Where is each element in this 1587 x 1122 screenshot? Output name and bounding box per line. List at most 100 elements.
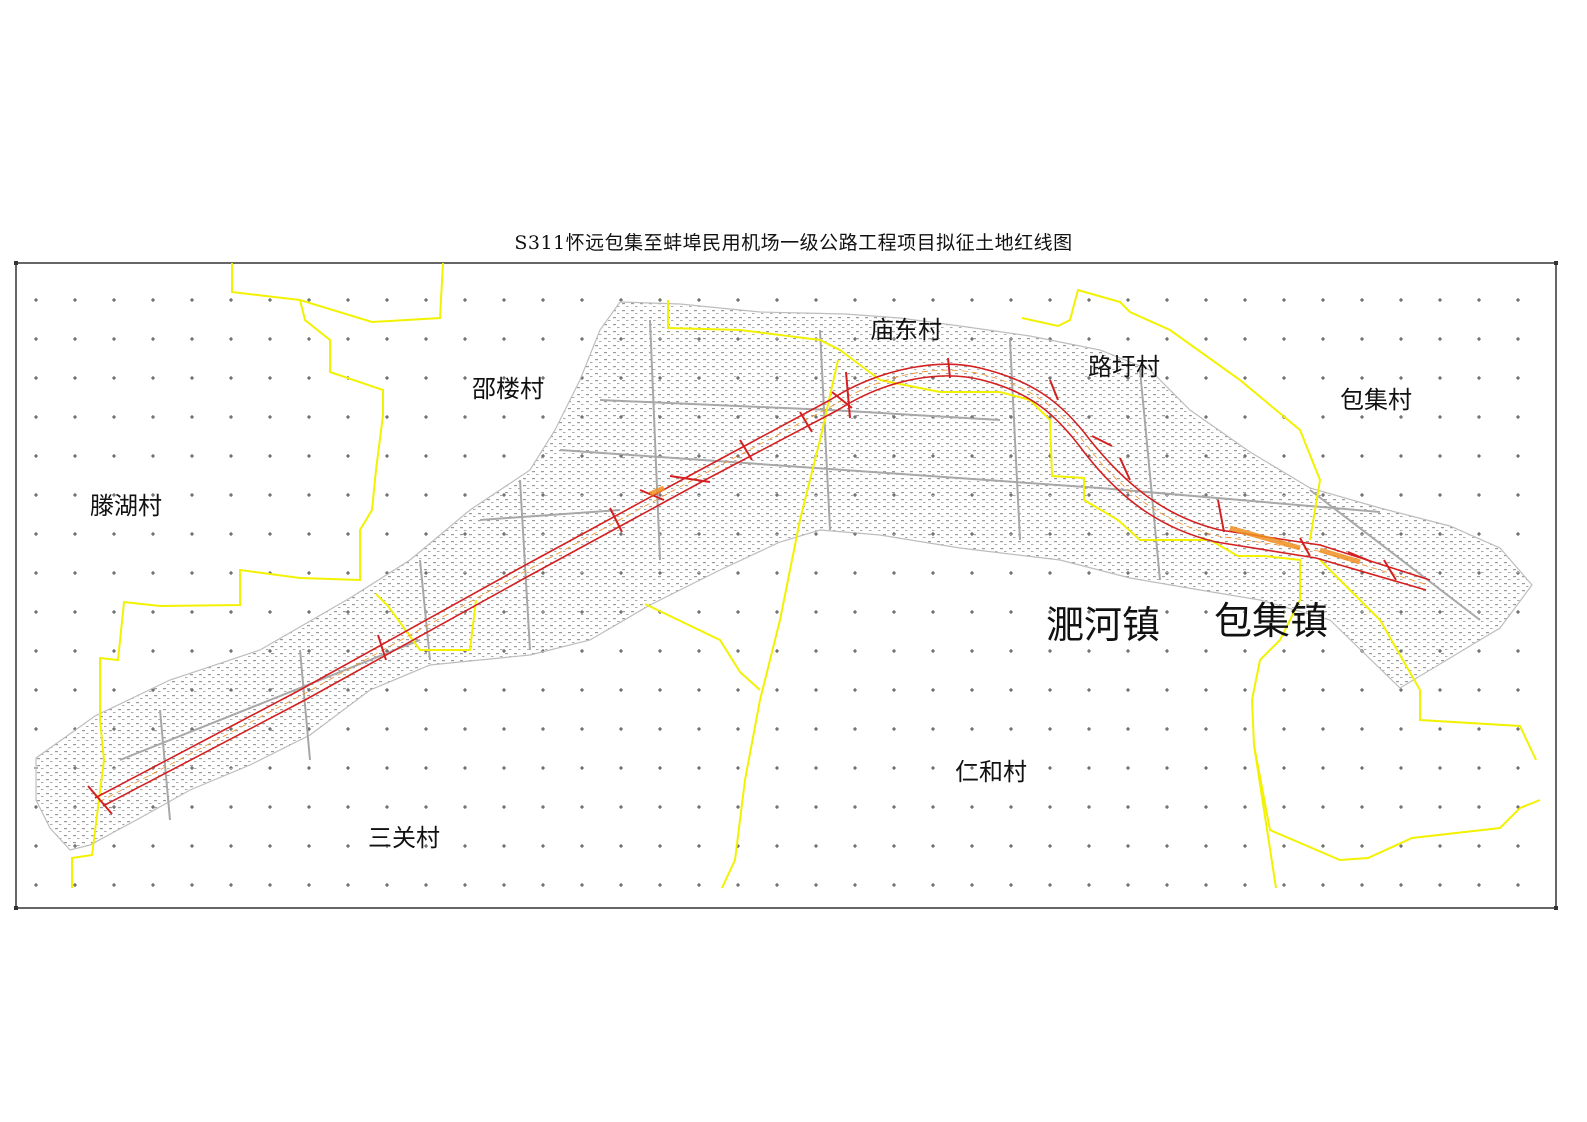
- grid-cross: [1282, 805, 1286, 809]
- grid-cross: [151, 415, 155, 419]
- grid-cross: [190, 883, 194, 887]
- label-renhe-village: 仁和村: [955, 758, 1027, 786]
- grid-cross: [814, 805, 818, 809]
- grid-cross: [1399, 415, 1403, 419]
- grid-cross: [775, 649, 779, 653]
- grid-cross: [541, 844, 545, 848]
- grid-cross: [34, 337, 38, 341]
- grid-cross: [1048, 766, 1052, 770]
- grid-cross: [1438, 376, 1442, 380]
- grid-cross: [34, 649, 38, 653]
- grid-cross: [463, 766, 467, 770]
- grid-cross: [1087, 298, 1091, 302]
- grid-cross: [1126, 727, 1130, 731]
- grid-cross: [1087, 610, 1091, 614]
- grid-cross: [307, 571, 311, 575]
- grid-cross: [1516, 649, 1520, 653]
- grid-cross: [1360, 766, 1364, 770]
- crossing-markers: [87, 357, 1397, 815]
- grid-cross: [502, 376, 506, 380]
- grid-cross: [1438, 337, 1442, 341]
- grid-cross: [424, 298, 428, 302]
- grid-cross: [1477, 454, 1481, 458]
- grid-cross: [1477, 493, 1481, 497]
- grid-cross: [970, 727, 974, 731]
- grid-cross: [1165, 649, 1169, 653]
- grid-cross: [1516, 493, 1520, 497]
- grid-cross: [112, 415, 116, 419]
- grid-cross: [346, 337, 350, 341]
- grid-cross: [1126, 649, 1130, 653]
- grid-cross: [1126, 805, 1130, 809]
- grid-cross: [424, 493, 428, 497]
- grid-cross: [1477, 844, 1481, 848]
- grid-cross: [1009, 688, 1013, 692]
- grid-cross: [697, 688, 701, 692]
- grid-cross: [580, 727, 584, 731]
- grid-cross: [151, 298, 155, 302]
- grid-cross: [346, 571, 350, 575]
- grid-cross: [112, 532, 116, 536]
- grid-cross: [1360, 688, 1364, 692]
- grid-cross: [502, 688, 506, 692]
- label-feihe-town: 淝河镇: [1046, 603, 1160, 647]
- grid-cross: [580, 298, 584, 302]
- grid-cross: [1204, 766, 1208, 770]
- grid-cross: [151, 454, 155, 458]
- grid-cross: [73, 571, 77, 575]
- grid-cross: [580, 805, 584, 809]
- grid-cross: [658, 688, 662, 692]
- grid-cross: [580, 844, 584, 848]
- grid-cross: [1165, 688, 1169, 692]
- grid-cross: [1282, 337, 1286, 341]
- grid-cross: [385, 727, 389, 731]
- grid-cross: [1477, 649, 1481, 653]
- grid-cross: [619, 883, 623, 887]
- grid-cross: [190, 844, 194, 848]
- grid-cross: [73, 493, 77, 497]
- grid-cross: [1360, 493, 1364, 497]
- grid-cross: [970, 688, 974, 692]
- label-sanguan-village: 三关村: [368, 824, 440, 852]
- grid-cross: [346, 454, 350, 458]
- grid-cross: [34, 805, 38, 809]
- grid-cross: [1477, 727, 1481, 731]
- grid-cross: [853, 844, 857, 848]
- grid-cross: [970, 298, 974, 302]
- grid-cross: [268, 415, 272, 419]
- grid-cross: [814, 727, 818, 731]
- grid-cross: [1321, 688, 1325, 692]
- grid-cross: [1516, 454, 1520, 458]
- grid-cross: [34, 493, 38, 497]
- grid-cross: [190, 571, 194, 575]
- grid-cross: [151, 649, 155, 653]
- grid-cross: [853, 727, 857, 731]
- grid-cross: [1399, 454, 1403, 458]
- grid-cross: [34, 415, 38, 419]
- grid-cross: [1360, 883, 1364, 887]
- grid-cross: [151, 376, 155, 380]
- grid-cross: [736, 649, 740, 653]
- grid-cross: [619, 766, 623, 770]
- grid-cross: [892, 805, 896, 809]
- grid-cross: [151, 571, 155, 575]
- grid-cross: [1126, 844, 1130, 848]
- grid-cross: [970, 883, 974, 887]
- grid-cross: [931, 298, 935, 302]
- grid-cross: [502, 298, 506, 302]
- grid-cross: [229, 376, 233, 380]
- grid-cross: [736, 610, 740, 614]
- grid-cross: [1165, 883, 1169, 887]
- grid-cross: [151, 610, 155, 614]
- grid-cross: [190, 454, 194, 458]
- grid-cross: [697, 649, 701, 653]
- grid-cross: [775, 727, 779, 731]
- grid-cross: [1126, 766, 1130, 770]
- grid-cross: [931, 766, 935, 770]
- grid-cross: [853, 610, 857, 614]
- grid-cross: [268, 493, 272, 497]
- grid-cross: [892, 883, 896, 887]
- grid-cross: [814, 766, 818, 770]
- grid-cross: [580, 766, 584, 770]
- grid-cross: [697, 727, 701, 731]
